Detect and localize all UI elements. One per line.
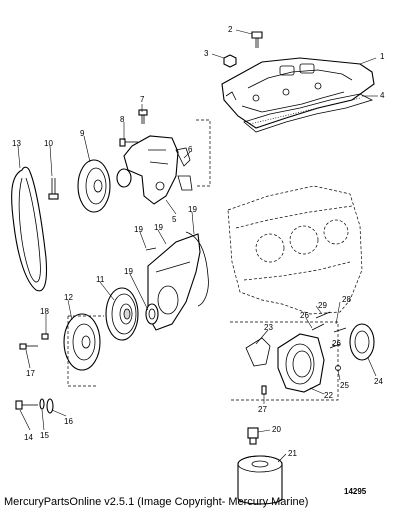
- callout-9: 9: [80, 129, 85, 138]
- water-pump-pulley: [77, 159, 111, 213]
- oil-filter-fitting: [247, 427, 259, 445]
- rear-main-seal: [349, 323, 375, 361]
- crankshaft-pulley: [63, 313, 101, 371]
- callout-12: 12: [64, 293, 73, 302]
- reference-number: 14295: [344, 487, 367, 496]
- callout-23: 23: [264, 323, 273, 332]
- callout-17: 17: [26, 369, 35, 378]
- callout-26a: 26: [300, 311, 309, 320]
- water-pump-gasket: [175, 147, 193, 191]
- callout-29: 29: [318, 301, 327, 310]
- callout-24: 24: [374, 377, 383, 386]
- callout-1: 1: [380, 52, 385, 61]
- footer-copyright: MercuryPartsOnline v2.5.1 (Image Copyrig…: [4, 496, 309, 508]
- housing-bolts: [311, 311, 347, 371]
- callout-25: 25: [340, 381, 349, 390]
- rear-seal-housing: [277, 333, 325, 393]
- water-pump: [116, 135, 179, 205]
- callout-13: 13: [12, 139, 21, 148]
- callout-6: 6: [188, 145, 193, 154]
- oil-filter: [237, 455, 283, 505]
- manifold-gasket: [243, 93, 374, 133]
- callout-15: 15: [40, 431, 49, 440]
- callout-5: 5: [172, 215, 177, 224]
- pulley-bolt: [48, 178, 59, 200]
- washer-15: [39, 398, 45, 410]
- callout-18: 18: [40, 307, 49, 316]
- callout-4: 4: [380, 91, 385, 100]
- harmonic-balancer: [105, 287, 139, 341]
- callout-11: 11: [96, 275, 105, 284]
- callout-19d: 19: [124, 267, 133, 276]
- callout-7: 7: [140, 95, 145, 104]
- balancer-bolt-14: [15, 400, 38, 410]
- manifold-washer: [223, 54, 237, 68]
- callout-14: 14: [24, 433, 33, 442]
- callout-16: 16: [64, 417, 73, 426]
- callout-labels: 1 2 3 4 5 6 7 8 9 10 11 12 13 14 15 16 1…: [12, 25, 385, 458]
- manifold-bolt: [251, 31, 263, 48]
- callout-28: 28: [342, 295, 351, 304]
- rear-seal-gasket: [245, 337, 271, 367]
- callout-20: 20: [272, 425, 281, 434]
- callout-8: 8: [120, 115, 125, 124]
- pulley-bolt-17: [19, 343, 38, 350]
- cover-bolt: [145, 247, 157, 251]
- callout-26b: 26: [332, 339, 341, 348]
- callout-22: 22: [324, 391, 333, 400]
- callout-19c: 19: [188, 205, 197, 214]
- callout-19a: 19: [134, 225, 143, 234]
- intake-manifold: [221, 57, 375, 129]
- drive-belt: [11, 166, 48, 292]
- callout-2: 2: [228, 25, 233, 34]
- pulley-washer-18: [41, 333, 49, 340]
- rear-housing-bracket: [230, 321, 339, 401]
- callout-19b: 19: [154, 223, 163, 232]
- callout-27: 27: [258, 405, 267, 414]
- callout-21: 21: [288, 449, 297, 458]
- timing-cover-gasket: [185, 231, 209, 307]
- water-pump-bolts: [119, 109, 148, 147]
- engine-block: [227, 185, 363, 315]
- callout-10: 10: [44, 139, 53, 148]
- front-seal: [145, 303, 159, 325]
- callout-3: 3: [204, 49, 209, 58]
- leader-lines: [17, 29, 378, 463]
- dowel-pin: [261, 385, 267, 395]
- washer-16: [46, 398, 54, 414]
